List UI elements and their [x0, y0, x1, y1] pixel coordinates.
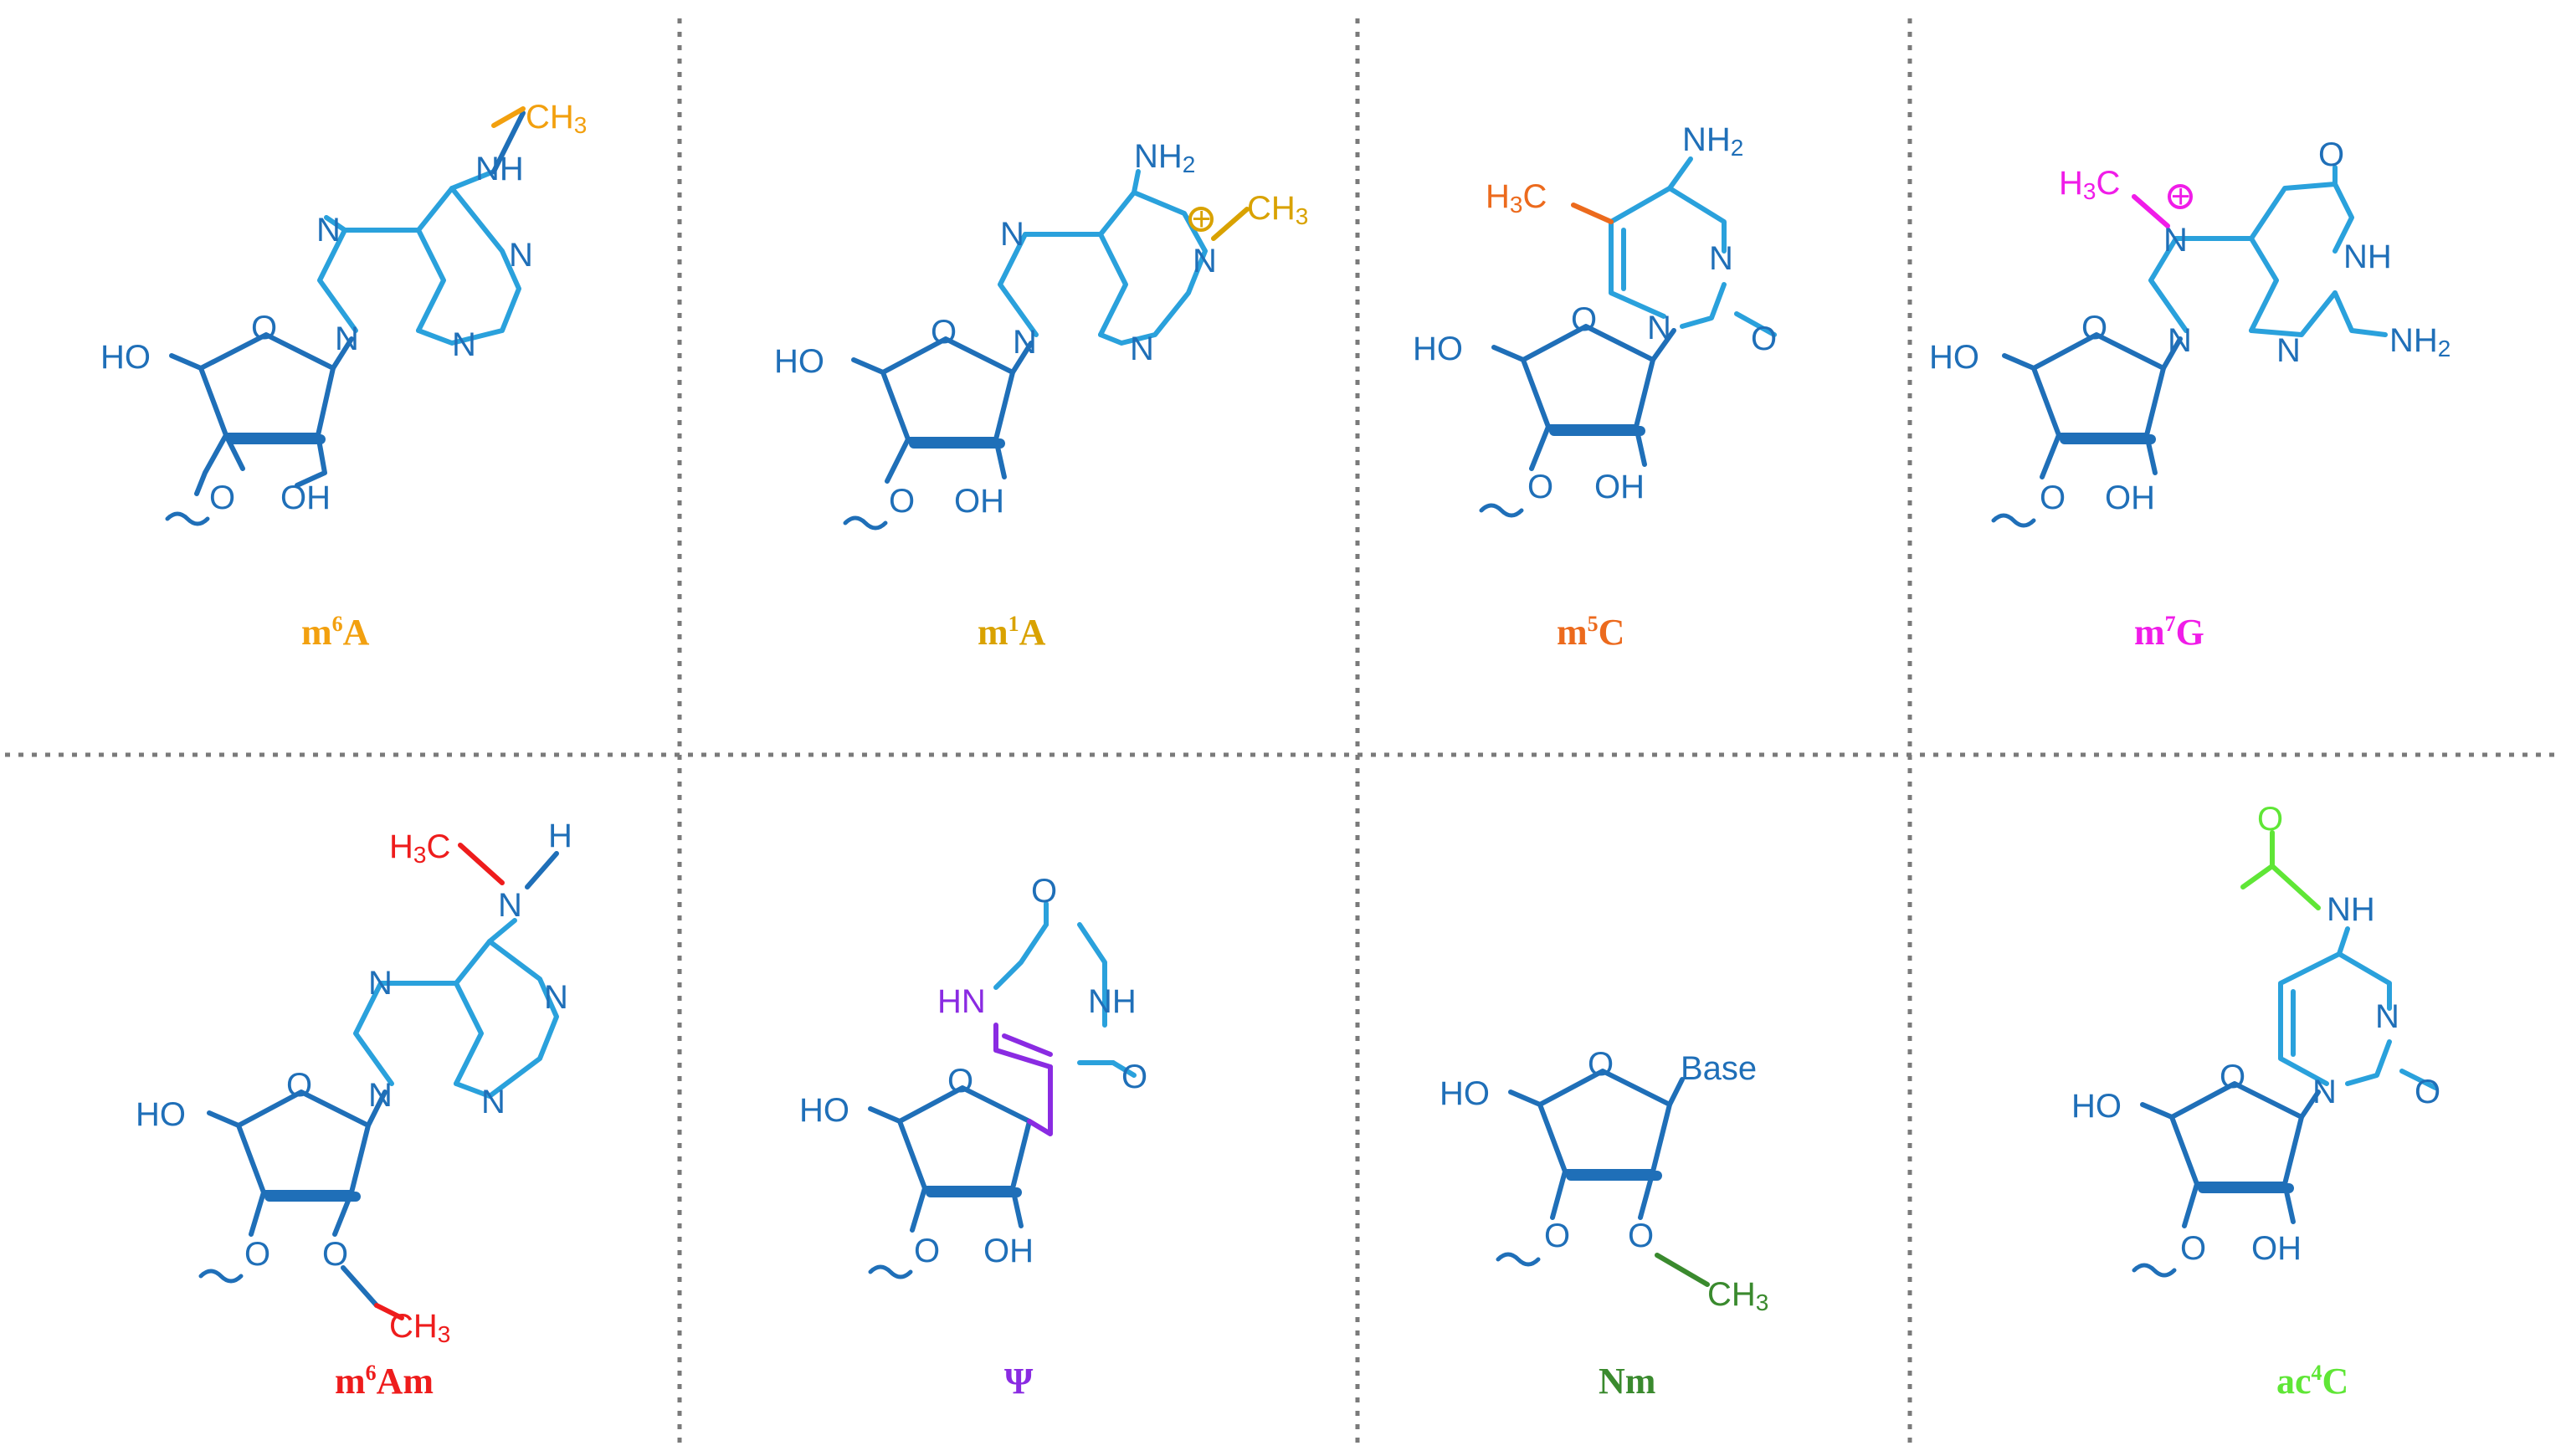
- psi-oh: OH: [983, 1233, 1034, 1269]
- ac4C-n3: N: [2375, 998, 2399, 1035]
- psi-hn-text: HN: [937, 983, 986, 1020]
- label-m5C: m5C: [1557, 612, 1624, 653]
- m6Am-ho: HO: [136, 1096, 186, 1133]
- m1A-ch3-text: CH3: [1247, 190, 1308, 229]
- grid-lines: [5, 18, 2561, 1448]
- ac4C-n1: N: [2312, 1074, 2337, 1110]
- m5C-o3: O: [1527, 469, 1553, 505]
- m7G-oh: OH: [2105, 479, 2155, 516]
- m5C-nh2-text: NH2: [1682, 121, 1743, 161]
- m6Am-h-text: H: [548, 818, 572, 854]
- m6Am-n6: N: [498, 887, 522, 924]
- m6Am-n3: N: [481, 1084, 506, 1120]
- cell-m1A: + NH2 CH3 N N N N HO O O OH m1A: [774, 138, 1308, 653]
- m6A-n1: N: [509, 237, 533, 274]
- Nm-ch3-text: CH3: [1707, 1276, 1768, 1315]
- label-ac4C: ac4C: [2276, 1361, 2348, 1402]
- m6Am-n7: N: [368, 965, 393, 1002]
- m5C-ring-o: O: [1571, 301, 1597, 338]
- m6Am-n9: N: [368, 1077, 393, 1114]
- m6A-ho: HO: [100, 339, 151, 376]
- m6Am-n1: N: [544, 979, 568, 1016]
- m7G-h3c-text: H3C: [2059, 165, 2120, 204]
- m6A-ring-o: O: [251, 310, 277, 346]
- label-Nm: Nm: [1599, 1361, 1655, 1402]
- m7G-o3: O: [2040, 479, 2066, 516]
- m5C-ho: HO: [1413, 331, 1463, 367]
- cell-psi: O HN NH O HO O O OH Ψ: [799, 873, 1147, 1402]
- m7G-ring-o: O: [2081, 310, 2107, 346]
- m1A-n9: N: [1013, 324, 1037, 361]
- m1A-n3: N: [1130, 331, 1154, 367]
- m1A-n1: N: [1193, 243, 1217, 279]
- label-psi: Ψ: [1004, 1361, 1034, 1402]
- m5C-oh: OH: [1594, 469, 1645, 505]
- psi-o2: O: [1121, 1059, 1147, 1095]
- Nm-ring-o: O: [1588, 1046, 1614, 1083]
- m7G-n7: N: [2163, 222, 2188, 259]
- m6Am-o2: O: [322, 1236, 348, 1273]
- psi-ho: HO: [799, 1092, 849, 1129]
- cell-m6A: NH CH3 N N N N HO O O OH m6A: [100, 99, 587, 653]
- m6Am-ring-o: O: [286, 1067, 312, 1104]
- ac4C-o3: O: [2180, 1230, 2206, 1267]
- m7G-n9: N: [2168, 322, 2192, 359]
- ac4C-nh-text: NH: [2327, 891, 2375, 928]
- m6Am-h3c-text: H3C: [389, 828, 450, 868]
- m1A-oh: OH: [954, 483, 1004, 520]
- cell-m7G: + H3C O NH NH2 N N N HO O O OH m7G: [1929, 136, 2451, 653]
- m6A-n7: N: [316, 212, 341, 249]
- m5C-n1: N: [1647, 310, 1671, 346]
- m1A-nh2-text: NH2: [1134, 138, 1195, 177]
- m6A-ch3-text: CH3: [526, 99, 587, 138]
- m7G-ho: HO: [1929, 339, 1979, 376]
- m6Am-o3: O: [244, 1236, 270, 1273]
- m6A-n9: N: [335, 320, 359, 357]
- m6A-o3: O: [209, 479, 235, 516]
- Nm-base-text: Base: [1681, 1050, 1757, 1087]
- m1A-ho: HO: [774, 343, 824, 380]
- psi-nh-text: NH: [1088, 983, 1137, 1020]
- m1A-ring-o: O: [931, 314, 957, 351]
- m6A-oh: OH: [280, 479, 331, 516]
- ac4C-oh: OH: [2251, 1230, 2302, 1267]
- psi-o4: O: [1031, 873, 1057, 910]
- m7G-nh-text: NH: [2343, 238, 2392, 275]
- Nm-o2: O: [1628, 1218, 1654, 1254]
- svg-text:+: +: [2171, 178, 2190, 215]
- m5C-n3: N: [1709, 240, 1733, 277]
- m1A-o3: O: [889, 483, 915, 520]
- m7G-o6: O: [2318, 136, 2344, 173]
- m1A-n7: N: [1000, 216, 1024, 253]
- m5C-h3c-text: H3C: [1486, 178, 1547, 218]
- m7G-nh2-text: NH2: [2389, 322, 2451, 361]
- ac4C-acetyl-o: O: [2257, 801, 2283, 838]
- m7G-n3: N: [2276, 332, 2301, 369]
- cell-m5C: NH2 H3C N N O HO O O OH m5C: [1413, 121, 1777, 653]
- label-m7G: m7G: [2134, 612, 2204, 653]
- psi-ring-o: O: [947, 1063, 973, 1100]
- cell-m6Am: H3C H N N N N N HO O O O CH3 m6Am: [136, 818, 572, 1402]
- cell-Nm: Base HO O O O CH3 Nm: [1440, 1046, 1768, 1402]
- m6A-n3: N: [452, 326, 476, 363]
- cell-ac4C: O NH N N O HO O O OH ac4C: [2071, 801, 2440, 1402]
- m5C-o2: O: [1751, 320, 1777, 357]
- ac4C-o2: O: [2415, 1074, 2440, 1110]
- Nm-o3: O: [1544, 1218, 1570, 1254]
- ac4C-ho: HO: [2071, 1088, 2122, 1125]
- m6A-nh-text: NH: [475, 151, 524, 187]
- m6Am-ch3-text: CH3: [389, 1308, 450, 1347]
- svg-text:+: +: [1192, 201, 1211, 238]
- psi-o3: O: [914, 1233, 940, 1269]
- ac4C-ring-o: O: [2220, 1059, 2245, 1095]
- label-m6Am: m6Am: [335, 1361, 434, 1402]
- Nm-ho: HO: [1440, 1075, 1490, 1112]
- label-m1A: m1A: [978, 612, 1046, 653]
- label-m6A: m6A: [301, 612, 370, 653]
